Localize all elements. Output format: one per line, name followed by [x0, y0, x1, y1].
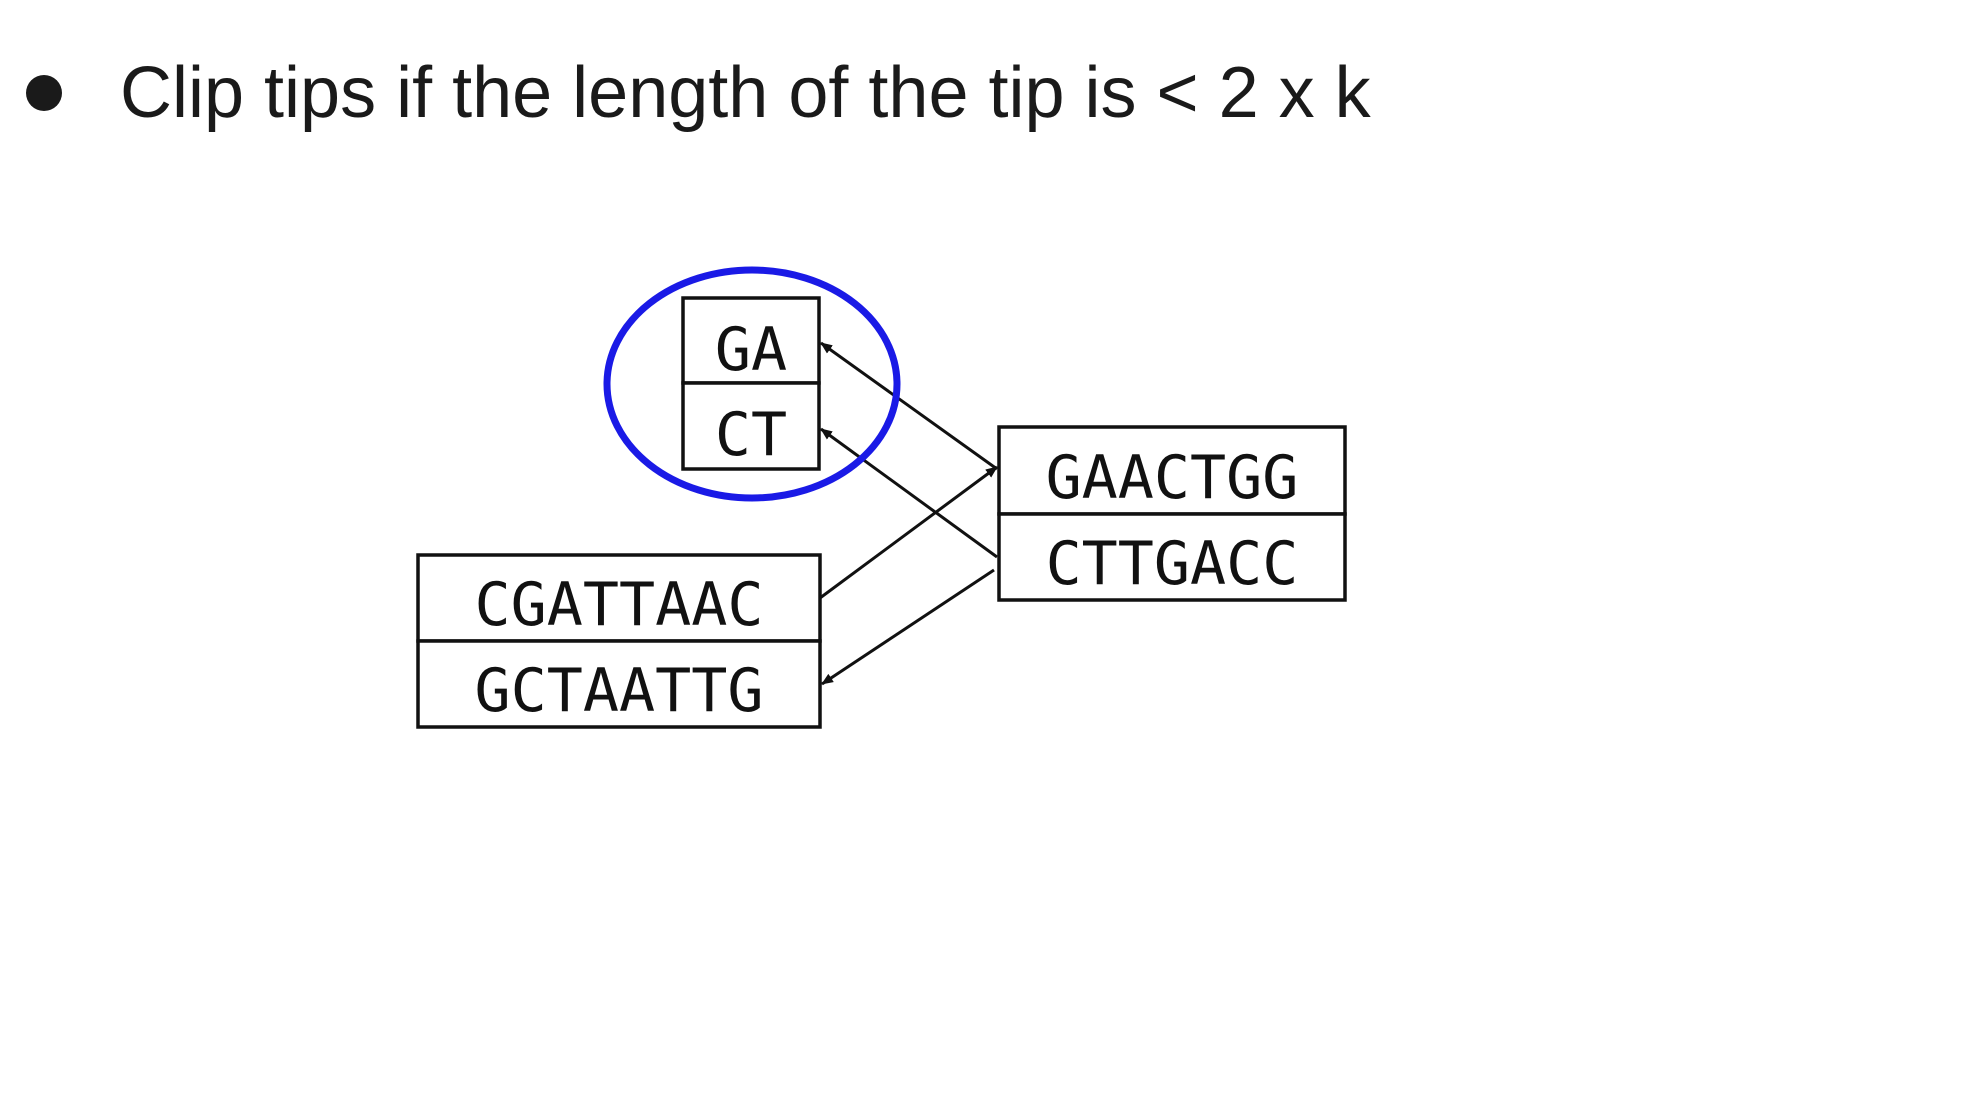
tip-node-bottom-box — [681, 381, 821, 471]
left-node-top-label: CGATTAAC — [475, 570, 764, 640]
right-node-bottom-label: CTTGACC — [1046, 529, 1299, 599]
edge-left-to-right — [819, 465, 998, 600]
right-node-top-label: GAACTGG — [1046, 443, 1299, 513]
tip-node-top-label: GA — [715, 315, 787, 385]
bullet-item: Clip tips if the length of the tip is < … — [26, 52, 1371, 134]
tip-highlight-ellipse — [603, 266, 901, 502]
right-node-top-box — [997, 425, 1347, 516]
tip-node: GA CT — [681, 296, 821, 471]
left-node-bottom-label: GCTAATTG — [475, 656, 764, 726]
edge-right-to-left — [821, 568, 995, 686]
edge-right-to-tip-top — [820, 341, 998, 471]
left-node: CGATTAAC GCTAATTG — [416, 553, 822, 729]
tip-node-bottom-label: CT — [715, 400, 787, 470]
edge-right-to-tip-bottom — [820, 427, 998, 559]
bullet-text: Clip tips if the length of the tip is < … — [120, 53, 1371, 133]
left-node-bottom-box — [416, 639, 822, 729]
right-node-bottom-box — [997, 512, 1347, 602]
right-node: GAACTGG CTTGACC — [997, 425, 1347, 602]
bullet-dot-icon — [26, 75, 62, 111]
